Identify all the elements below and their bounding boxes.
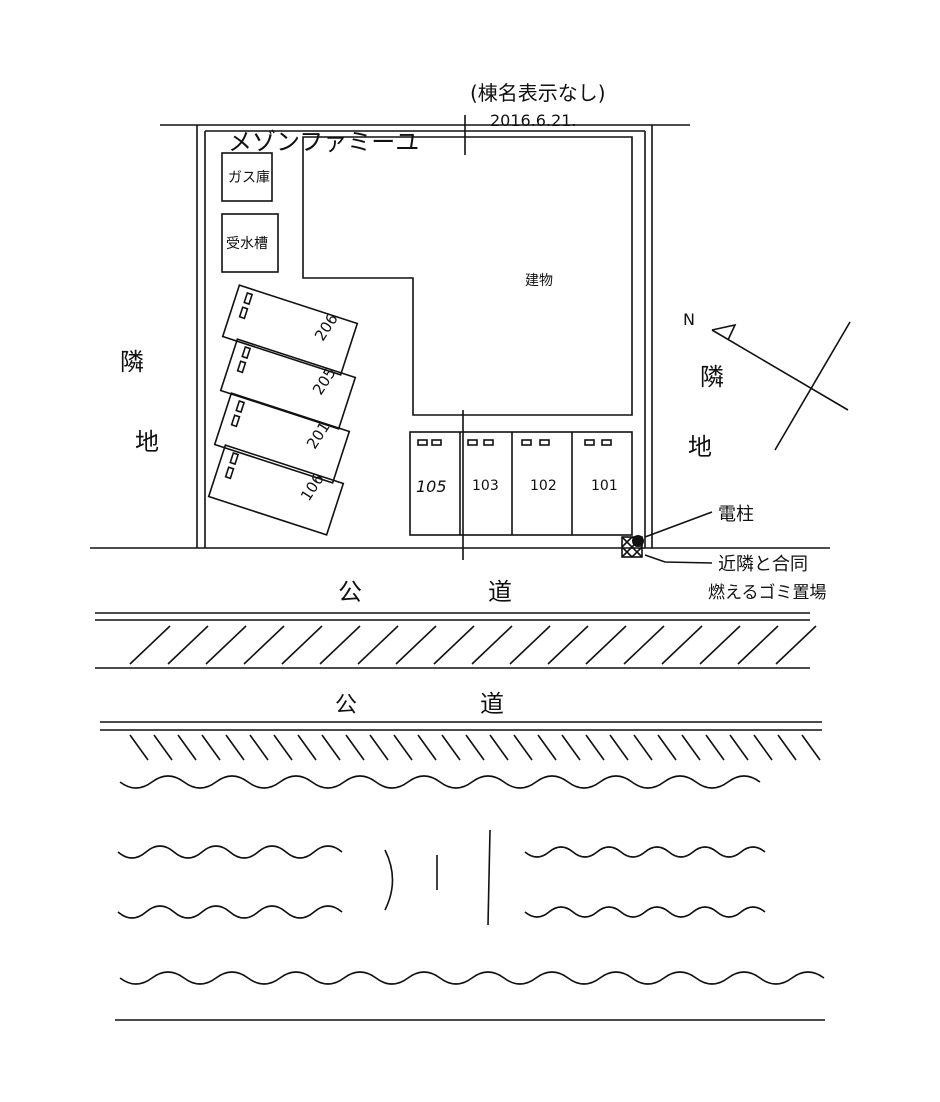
river (115, 775, 825, 1021)
wave-line (119, 775, 761, 789)
hatch-line (369, 734, 389, 761)
neighbor-right-1: 隣 (700, 363, 724, 391)
building-outline (302, 136, 633, 416)
utility-pole-garbage (621, 511, 713, 564)
wave-line (117, 845, 343, 859)
hatch-line (393, 734, 413, 761)
hatch-line (609, 734, 629, 761)
hatch-line (585, 625, 627, 665)
garbage-label-2: 燃えるゴミ置場 (708, 582, 827, 603)
parking-number: 201 (303, 418, 334, 452)
hatch-line (489, 734, 509, 761)
hatch-line (801, 734, 821, 761)
hatch-line (441, 734, 461, 761)
hatch-line (633, 734, 653, 761)
hatch-line (129, 734, 149, 761)
hatch-line (681, 734, 701, 761)
hatch-line (177, 734, 197, 761)
hatch-line (167, 625, 209, 665)
road-label: 公 (338, 578, 362, 606)
hatch-line (281, 625, 323, 665)
hatch-line (319, 625, 361, 665)
wave-line (524, 846, 766, 858)
hatch-line (129, 625, 171, 665)
hatch-line (705, 734, 725, 761)
hatch-line (249, 734, 269, 761)
parking-space: 201 (213, 392, 351, 484)
hatch-line (585, 734, 605, 761)
unit-label: 105 (416, 477, 447, 496)
parking-space: 205 (219, 338, 357, 430)
hatch-line (357, 625, 399, 665)
parking-number: 106 (297, 470, 328, 504)
hatch-line (753, 734, 773, 761)
hatch-line (547, 625, 589, 665)
north-label: N (683, 310, 695, 329)
hatch-line (417, 734, 437, 761)
hatch-line (699, 625, 741, 665)
road-label: 道 (480, 690, 504, 718)
north-arrow: N (683, 310, 851, 451)
hatch-line (729, 734, 749, 761)
parking-number: 205 (309, 364, 340, 398)
gas-storage-label: ガス庫 (228, 169, 270, 186)
road-label: 道 (488, 578, 512, 606)
parking-space: 206 (221, 284, 359, 376)
hatch-line (465, 734, 485, 761)
hatch-line (561, 734, 581, 761)
building-name-note: (棟名表示なし) (470, 81, 606, 105)
road-lower (100, 721, 822, 761)
unit-label: 102 (530, 478, 557, 494)
unit-row: 105 103 102 101 (409, 410, 633, 560)
water-tank-label: 受水槽 (226, 236, 268, 252)
hatch-line (737, 625, 779, 665)
unit-label: 101 (591, 478, 618, 494)
hatch-line (513, 734, 533, 761)
garbage-label-1: 近隣と合同 (718, 554, 808, 575)
hatch-line (471, 625, 513, 665)
hatch-line (509, 625, 551, 665)
neighbor-left-2: 地 (135, 428, 159, 456)
unit-label: 103 (472, 478, 499, 494)
parking-number: 206 (311, 310, 342, 344)
hatch-line (777, 734, 797, 761)
hatch-line (345, 734, 365, 761)
hatch-line (395, 625, 437, 665)
wave-line (119, 971, 825, 985)
hatch-line (321, 734, 341, 761)
property-name: メゾンファミーユ (228, 128, 419, 156)
road-upper (90, 547, 830, 669)
hatch-line (433, 625, 475, 665)
survey-date: 2016.6.21. (490, 111, 577, 130)
neighbor-left-1: 隣 (120, 348, 144, 376)
parking-area: 206 205 201 106 (207, 284, 359, 536)
hatch-line (153, 734, 173, 761)
hatch-line (273, 734, 293, 761)
hatch-line (243, 625, 285, 665)
hatch-line (623, 625, 665, 665)
hatch-line (537, 734, 557, 761)
hatch-line (205, 625, 247, 665)
building-label: 建物 (525, 273, 553, 289)
road-label: 公 (335, 693, 357, 718)
wave-line (524, 906, 766, 918)
neighbor-right-2: 地 (688, 433, 712, 461)
wave-line (117, 905, 343, 919)
hatch-line (201, 734, 221, 761)
water-tank-box (221, 213, 279, 273)
hatch-line (775, 625, 817, 665)
gas-storage-box (221, 152, 273, 202)
hatch-line (657, 734, 677, 761)
utility-pole-label: 電柱 (718, 504, 754, 525)
hatch-line (297, 734, 317, 761)
property-boundary (160, 115, 690, 548)
hatch-line (225, 734, 245, 761)
hatch-line (661, 625, 703, 665)
utility-pole-icon (632, 535, 644, 547)
parking-space: 106 (207, 444, 345, 536)
